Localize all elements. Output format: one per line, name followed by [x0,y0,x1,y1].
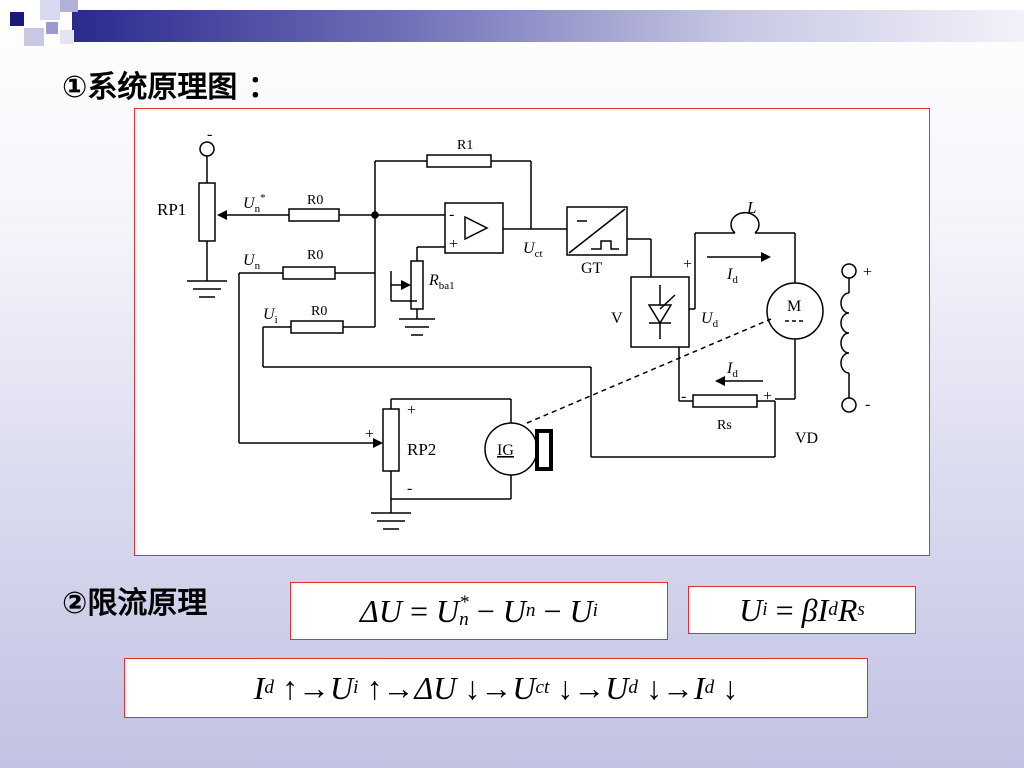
svg-text:R0: R0 [307,193,323,208]
decor-square [60,30,74,44]
decor-square [46,22,58,34]
rp1-resistor [198,182,216,242]
r1-resistor [426,154,492,168]
decor-square [60,0,78,12]
svg-text:R1: R1 [457,138,473,153]
svg-text:+: + [449,236,458,253]
svg-text:Uct: Uct [523,240,543,260]
rp2-resistor [382,408,400,472]
svg-text:IG: IG [497,442,514,459]
decor-square [24,28,44,46]
svg-text:-: - [681,388,686,405]
svg-text:-: - [865,396,870,413]
r0-resistor-1 [288,208,340,222]
rp1-top-terminal [199,141,215,157]
circuit-diagram: - RP1 Un* R0 R1 - + Uct Rba1 Un R0 Ui [157,126,872,530]
svg-text:Un*: Un* [243,192,266,215]
decor-square [10,12,24,26]
svg-text:Id: Id [726,266,738,286]
svg-text:+: + [763,388,772,405]
svg-text:R0: R0 [311,304,327,319]
r0-resistor-3 [290,320,344,334]
svg-text:+: + [683,256,692,273]
heading-current-limit: ②限流原理 [62,586,208,621]
heading-system-diagram: ①系统原理图 ： [62,70,278,105]
field-bottom-terminal [841,397,857,413]
header-bar [72,10,1024,42]
svg-text:V: V [611,310,623,327]
svg-text:R0: R0 [307,248,323,263]
svg-text:+: + [407,402,416,419]
decor-square [40,0,60,20]
rs-resistor [692,394,758,408]
svg-text:Rs: Rs [717,418,732,433]
svg-text:GT: GT [581,260,603,277]
svg-text:M: M [787,298,801,315]
svg-text:VD: VD [795,430,818,447]
svg-text:Ud: Ud [701,310,719,330]
svg-text:Ui: Ui [263,306,278,326]
svg-text:Un: Un [243,252,261,272]
svg-text:L: L [746,198,756,217]
svg-text:+: + [863,264,872,281]
svg-text:RP2: RP2 [407,440,436,459]
svg-text:Id: Id [726,360,738,380]
svg-text:Rba1: Rba1 [428,272,455,292]
rp1-label: RP1 [157,200,186,219]
rp1-minus-label: - [207,126,212,143]
decor-header [0,0,1024,60]
svg-text:-: - [449,206,454,223]
r0-resistor-2 [282,266,336,280]
rbal-resistor [410,260,424,310]
field-top-terminal [841,263,857,279]
svg-text:-: - [407,480,412,497]
circuit-diagram-box: - RP1 Un* R0 R1 - + Uct Rba1 Un R0 Ui [134,108,930,556]
svg-text:+: + [365,426,374,443]
